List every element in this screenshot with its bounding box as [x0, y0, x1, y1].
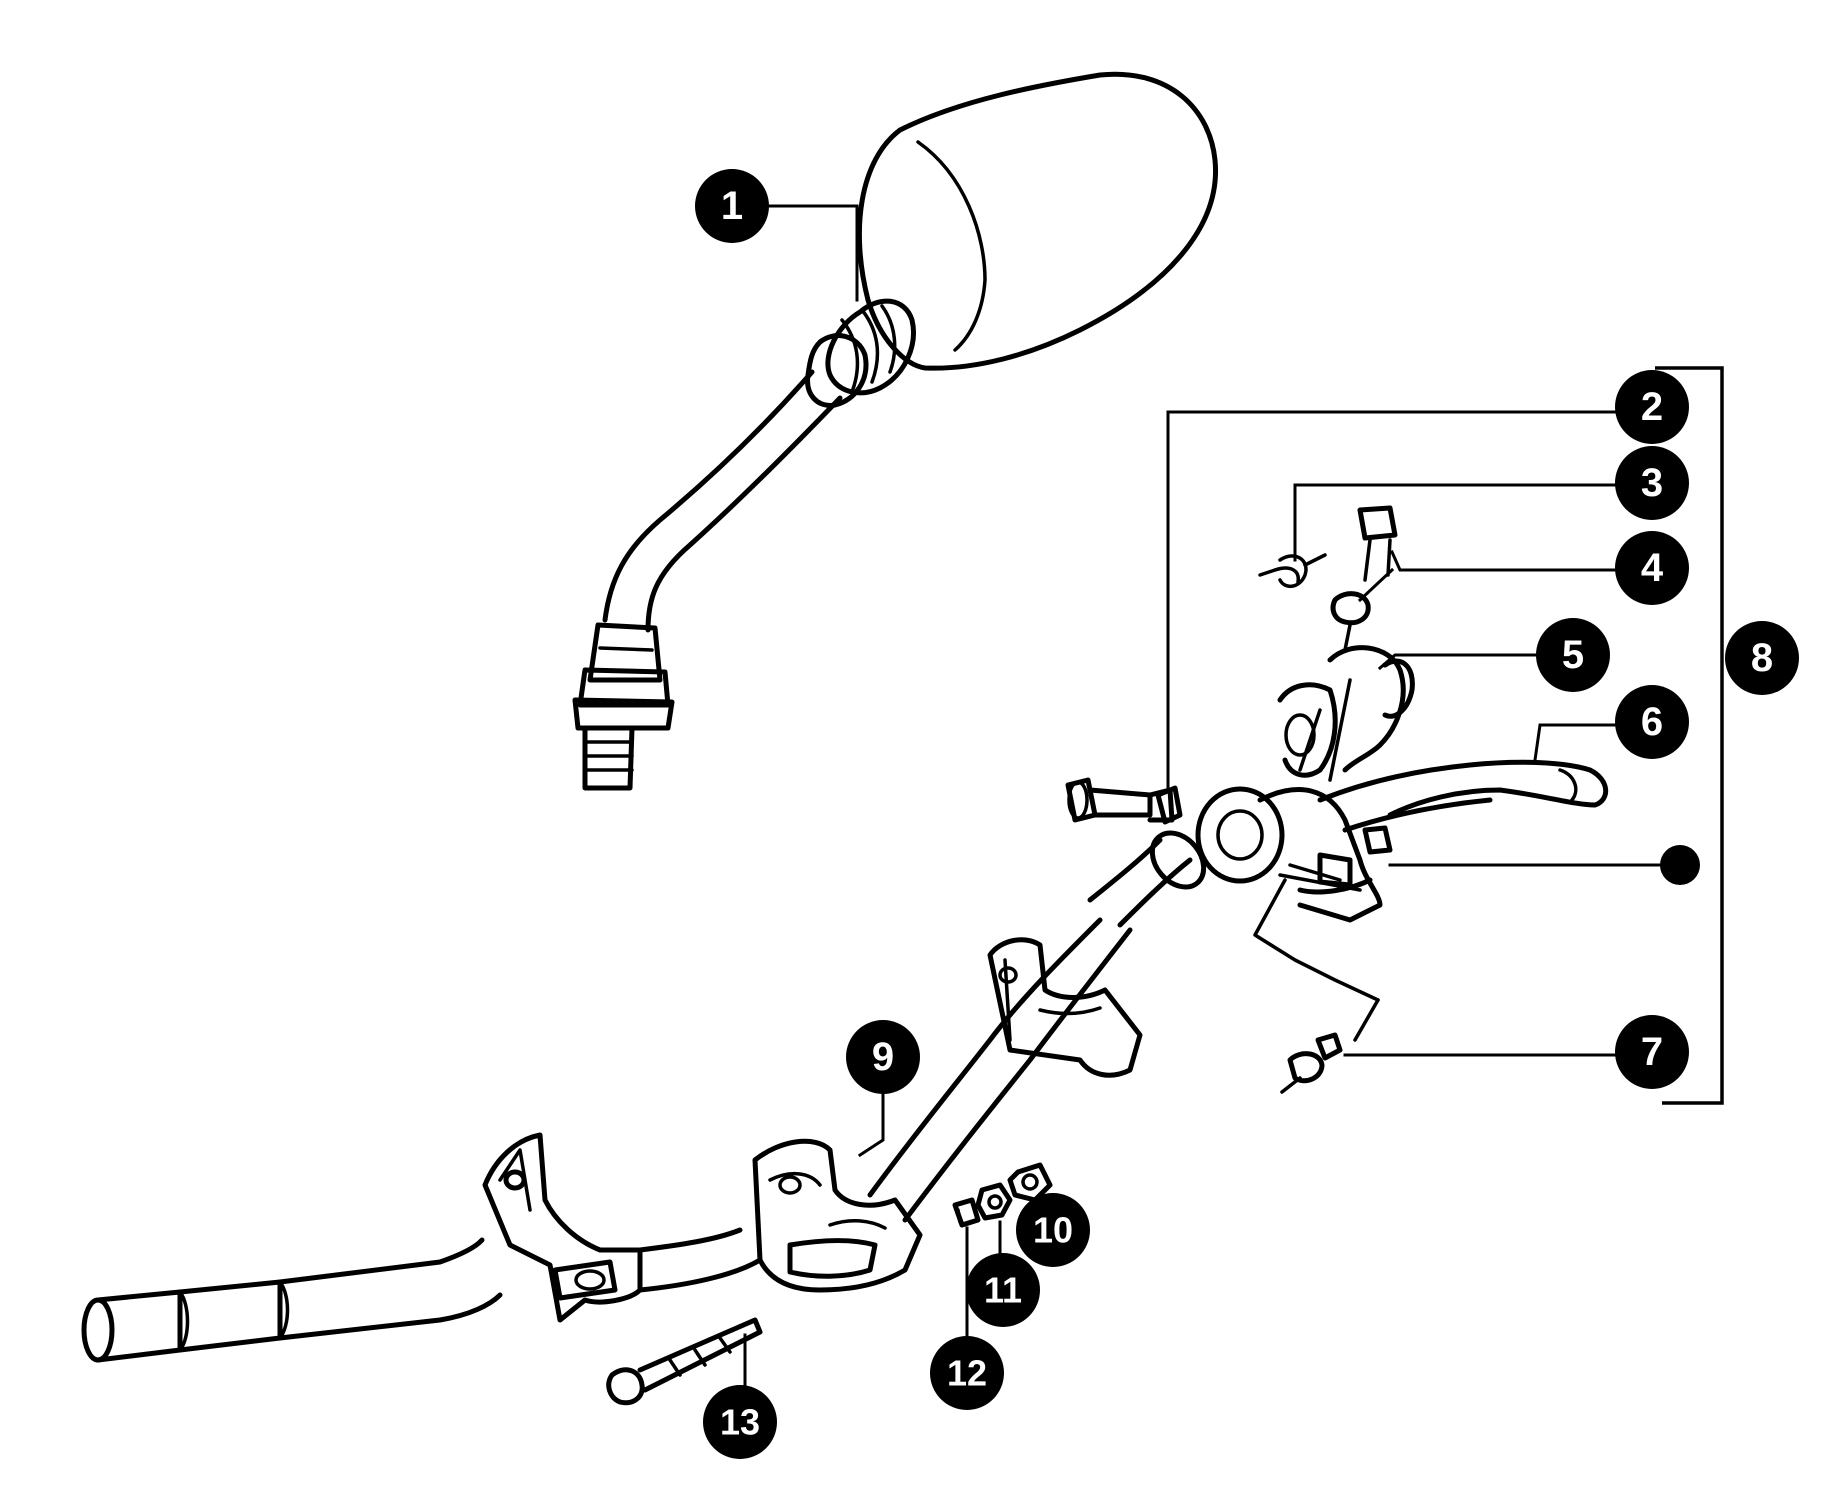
callout-label: 6	[1641, 700, 1663, 744]
group-bracket-8	[1655, 366, 1724, 1105]
callout-1: 1	[695, 169, 769, 243]
callout-2: 2	[1615, 370, 1689, 444]
callout-label: 12	[947, 1353, 987, 1394]
callout-13: 13	[703, 1385, 777, 1459]
callout-label: 3	[1641, 461, 1663, 505]
callout-11: 11	[966, 1253, 1040, 1327]
callout-label: 10	[1033, 1210, 1073, 1251]
leader-lines	[743, 204, 1664, 1392]
callout-4: 4	[1615, 531, 1689, 605]
callout-8: 8	[1725, 621, 1799, 695]
callout-10: 10	[1016, 1193, 1090, 1267]
callout-label: 8	[1751, 636, 1773, 680]
callout-5: 5	[1536, 618, 1610, 692]
part-handlebar	[81, 786, 1383, 1363]
callout-label: 13	[720, 1402, 760, 1443]
part-mirror	[572, 71, 1219, 791]
callout-label: 1	[721, 184, 743, 228]
part-lever-assembly	[1065, 505, 1609, 1094]
callout-9: 9	[846, 1020, 920, 1094]
part-bolt	[606, 1317, 763, 1406]
callout-label: 2	[1641, 385, 1663, 429]
callout-label: 7	[1641, 1030, 1663, 1074]
callout-7: 7	[1615, 1015, 1689, 1089]
callout-12: 12	[930, 1336, 1004, 1410]
callout-3: 3	[1615, 446, 1689, 520]
callout-label: 9	[872, 1035, 894, 1079]
callout-6: 6	[1615, 685, 1689, 759]
callout-label: 11	[984, 1270, 1022, 1311]
callout-label: 4	[1641, 546, 1664, 590]
marker-dot	[1660, 845, 1700, 885]
callout-label: 5	[1562, 633, 1584, 677]
